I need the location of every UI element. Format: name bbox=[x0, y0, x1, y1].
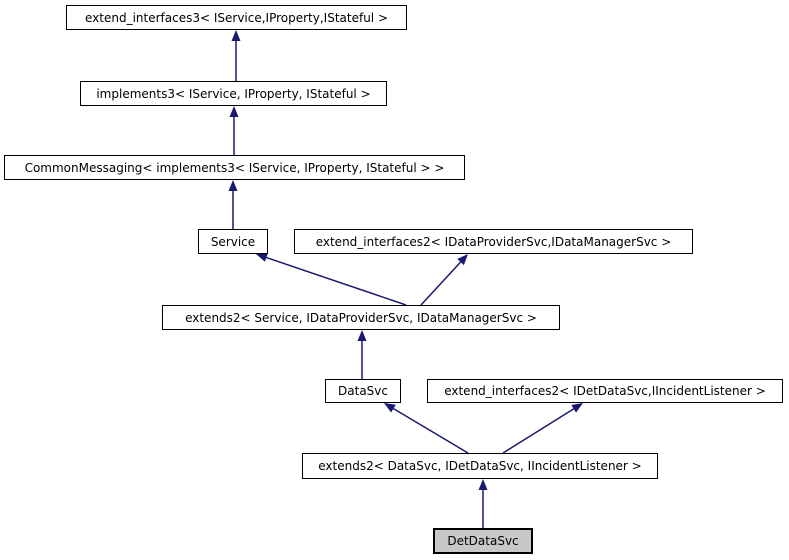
class-node-extend-interfaces3-iservice[interactable]: extend_interfaces3< IService,IProperty,I… bbox=[66, 5, 407, 30]
class-node-commonmessaging[interactable]: CommonMessaging< implements3< IService, … bbox=[4, 155, 465, 180]
class-node-extends2-service[interactable]: extends2< Service, IDataProviderSvc, IDa… bbox=[162, 305, 560, 330]
class-node-service[interactable]: Service bbox=[198, 229, 268, 254]
class-node-implements3[interactable]: implements3< IService, IProperty, IState… bbox=[80, 81, 387, 106]
class-node-extends2-datasvc[interactable]: extends2< DataSvc, IDetDataSvc, IInciden… bbox=[302, 453, 658, 479]
class-node-datasvc[interactable]: DataSvc bbox=[325, 379, 401, 403]
class-node-detdatasvc-selected: DetDataSvc bbox=[433, 528, 533, 554]
class-node-extend-interfaces2-idataprovider[interactable]: extend_interfaces2< IDataProviderSvc,IDa… bbox=[294, 229, 693, 254]
class-node-extend-interfaces2-idetdatasvc[interactable]: extend_interfaces2< IDetDataSvc,IInciden… bbox=[427, 379, 783, 403]
